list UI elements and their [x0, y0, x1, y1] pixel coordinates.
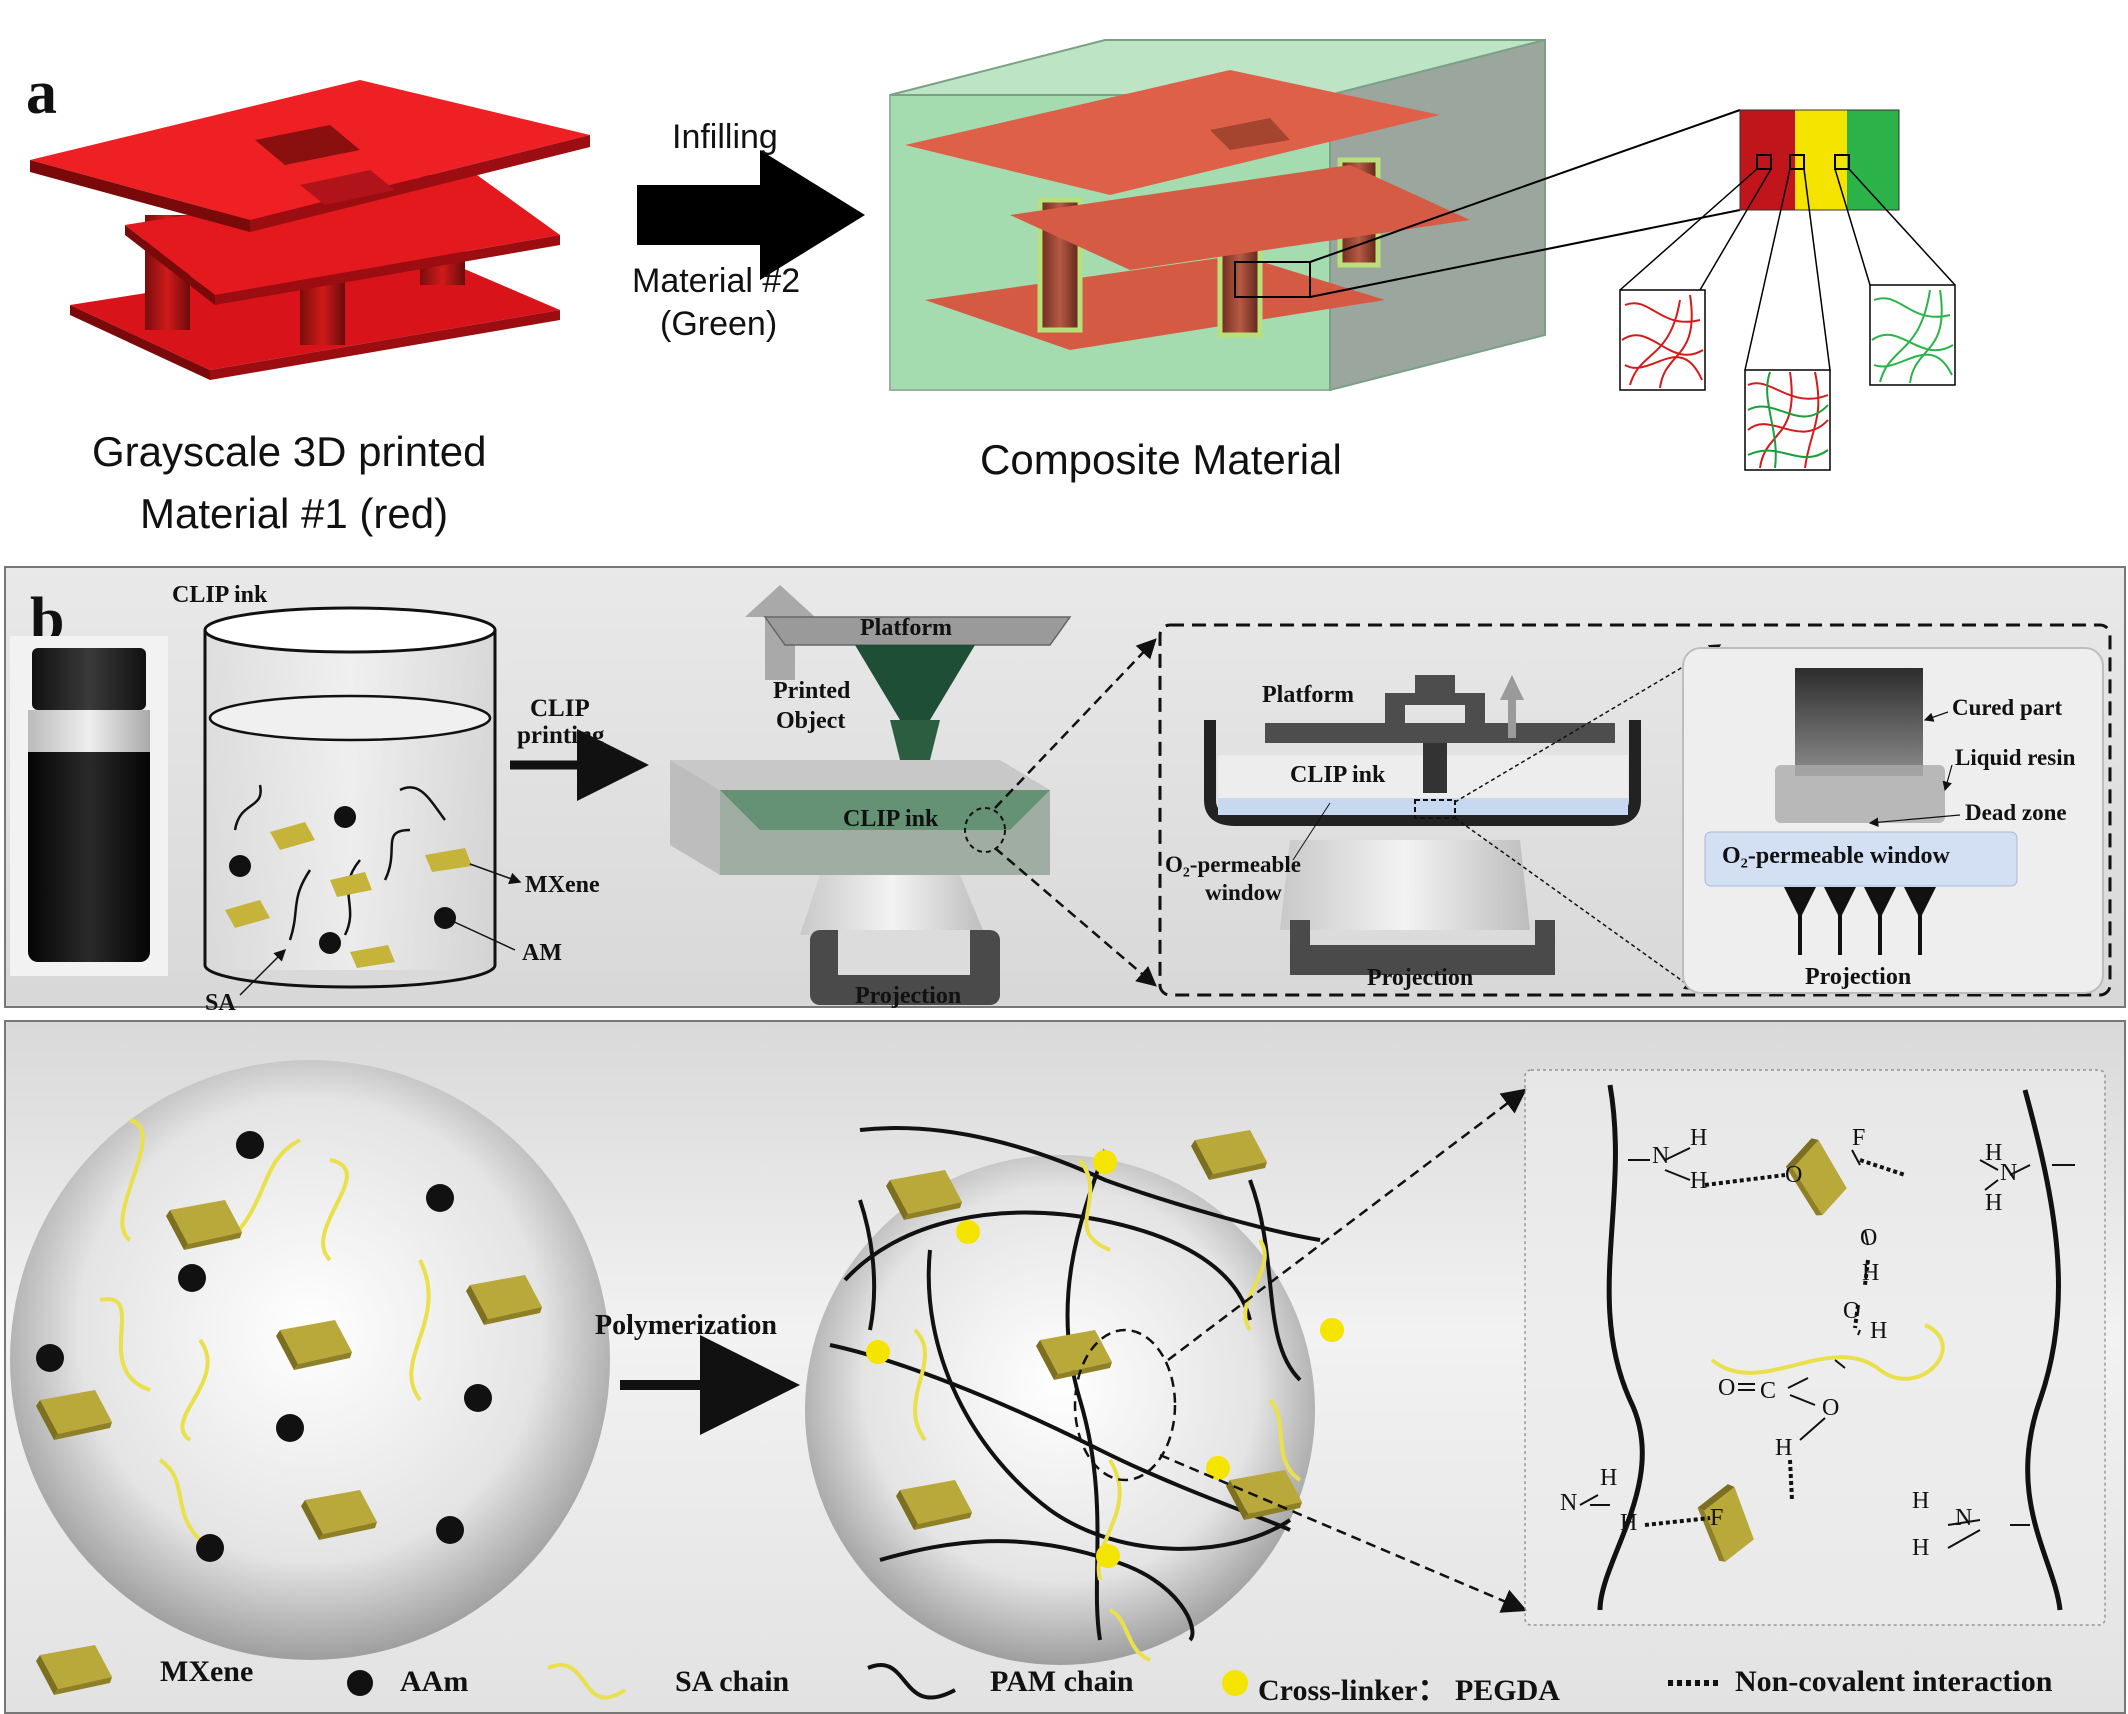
legend-crosslinker: Cross-linker： PEGDA: [1258, 1674, 1560, 1707]
ink-vial-photo: [10, 636, 168, 976]
chem-atom: H: [1912, 1535, 1930, 1561]
legend-aam: AAm: [400, 1665, 469, 1698]
zoom-projection-label: Projection: [1367, 965, 1474, 991]
chem-atom: H: [1985, 1190, 2003, 1216]
clip-ink-beaker: [203, 606, 522, 996]
monomer-sphere: [10, 1060, 610, 1660]
detail-liquid-resin: Liquid resin: [1955, 745, 2076, 770]
legend-graphics: [36, 1645, 1720, 1700]
material2-label-line2: (Green): [660, 305, 778, 343]
printed-object-line1: Printed: [773, 678, 851, 704]
chem-atom: F: [1710, 1505, 1724, 1531]
chem-atom: H: [1690, 1125, 1708, 1151]
detail-o2-window: O₂-permeable window: [1722, 843, 1950, 869]
interaction-chemistry-box: [1524, 1069, 2106, 1626]
chem-atom: H: [1862, 1260, 1880, 1286]
chem-atom: H: [1600, 1465, 1618, 1491]
mixed-network-box: [1744, 369, 1831, 471]
chem-atom: O: [1785, 1162, 1803, 1188]
chem-atom: O: [1860, 1225, 1878, 1251]
detail-projection: Projection: [1805, 964, 1912, 990]
composite-block-illustration: [889, 38, 1546, 392]
am-label: AM: [522, 940, 562, 966]
chem-atom: O: [1843, 1298, 1861, 1324]
caption-grayscale-line2: Material #1 (red): [140, 490, 449, 537]
detail-dead-zone: Dead zone: [1965, 800, 2067, 825]
chem-atom: O: [1718, 1375, 1736, 1401]
polymerization-label: Polymerization: [595, 1310, 777, 1341]
clip-printing-line1: CLIP: [530, 695, 590, 722]
clip-printing-line2: printing: [517, 722, 605, 749]
clip-printer-illustration: [670, 585, 1072, 1005]
zoom-o2-window-line2: window: [1205, 880, 1282, 905]
chem-atom: F: [1852, 1125, 1866, 1151]
clip-ink-title: CLIP ink: [172, 582, 268, 608]
zoom-o2-window-line1: O₂-permeable: [1165, 852, 1301, 877]
zoom-frame: [1158, 623, 2112, 997]
printed-object-line2: Object: [776, 708, 846, 734]
zoom-clip-ink-label: CLIP ink: [1290, 762, 1386, 788]
green-network-box: [1869, 284, 1956, 386]
legend-pam-chain: PAM chain: [990, 1665, 1134, 1698]
projection-label-printer: Projection: [855, 983, 962, 1009]
chem-atom: C: [1760, 1378, 1777, 1404]
caption-grayscale-line1: Grayscale 3D printed: [92, 428, 487, 475]
gradient-bar-green: [1847, 110, 1899, 210]
platform-label: Platform: [860, 615, 952, 641]
panel-a-graphics: [30, 38, 1956, 471]
red-network-box: [1619, 289, 1706, 391]
mxene-label-b: MXene: [525, 872, 600, 898]
zoom-platform-label: Platform: [1262, 682, 1354, 708]
infilling-label: Infilling: [672, 118, 778, 156]
hydrogel-network-sphere: [805, 1126, 1344, 1665]
panel-c-graphics: [10, 1060, 2106, 1700]
sa-label: SA: [205, 990, 236, 1016]
caption-composite: Composite Material: [980, 436, 1342, 483]
gradient-bar-red: [1740, 110, 1795, 210]
red-lattice-illustration: [30, 80, 590, 380]
legend-noncovalent: Non-covalent interaction: [1735, 1665, 2053, 1698]
legend-mxene: MXene: [160, 1655, 254, 1688]
zoom-schematic: [1204, 675, 1641, 975]
chem-atom: H: [1775, 1435, 1793, 1461]
material2-label-line1: Material #2: [632, 262, 801, 300]
infill-arrow: [637, 150, 865, 280]
chem-atom: N: [1955, 1505, 1973, 1531]
chem-atom: N: [1652, 1143, 1670, 1169]
chem-atom: H: [1690, 1168, 1708, 1194]
panel-b-graphics: [203, 585, 2112, 1005]
chem-atom: H: [1870, 1318, 1888, 1344]
chem-atom: H: [1985, 1140, 2003, 1166]
chem-atom: N: [2000, 1160, 2018, 1186]
chem-atom: H: [1620, 1510, 1638, 1536]
detail-cured-part: Cured part: [1952, 695, 2063, 720]
chem-atom: H: [1912, 1488, 1930, 1514]
chem-atom: N: [1560, 1490, 1578, 1516]
dead-zone-detail: [1682, 647, 2104, 994]
chem-atom: O: [1822, 1395, 1840, 1421]
clip-ink-vat-label: CLIP ink: [843, 806, 939, 832]
panel-a-letter: a: [26, 59, 57, 127]
legend-sa-chain: SA chain: [675, 1665, 790, 1698]
gradient-bar-yellow: [1795, 110, 1847, 210]
